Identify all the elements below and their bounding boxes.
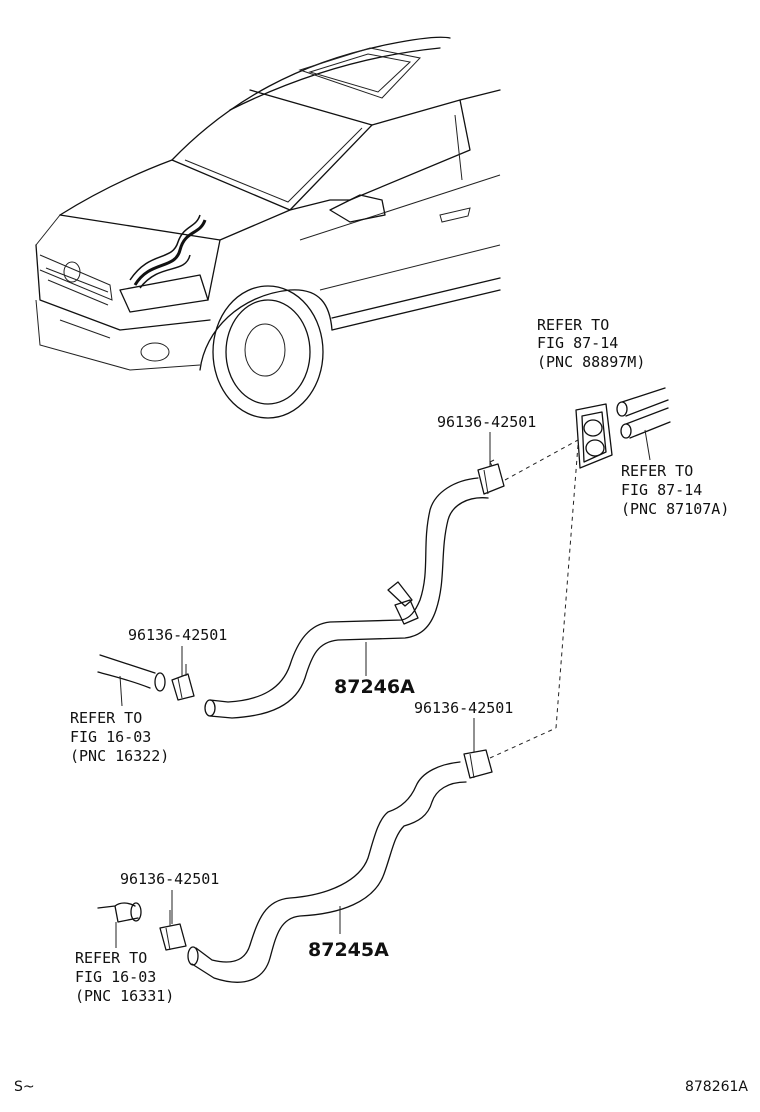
engine-lower-ref-line3: (PNC 16331) [75,987,174,1005]
clamp-upper-left-label: 96136-42501 [128,626,227,644]
engine-pipe-lower [97,902,142,948]
clamp-lower-right-label: 96136-42501 [414,699,513,717]
clamp-lower-left-label: 96136-42501 [120,870,219,888]
hose-87246a [204,477,489,719]
clamp-upper-left [171,664,195,701]
heater-pipes-ref-line2: FIG 87-14 [621,481,702,499]
figure-id: 878261A [685,1079,748,1095]
engine-upper-ref-line1: REFER TO [70,709,142,727]
clamp-upper-right-label: 96136-42501 [437,413,536,431]
hose-87245a [187,761,467,983]
engine-lower-ref-line1: REFER TO [75,949,147,967]
engine-lower-ref-line2: FIG 16-03 [75,968,156,986]
hose-lower-label: 87245A [308,939,389,961]
heater-pipes-ref-line1: REFER TO [621,462,693,480]
engine-upper-ref-line3: (PNC 16322) [70,747,169,765]
hose-clip [387,581,419,625]
clamp-lower-right [463,740,493,779]
grommet-ref-line1: REFER TO [537,316,609,334]
grommet-ref-line2: FIG 87-14 [537,334,618,352]
vehicle-illustration [35,36,501,419]
clamp-lower-left [159,910,187,951]
grommet [575,403,613,469]
ref-line-vertical [555,444,579,729]
clamp-upper-right [477,459,505,495]
grommet-ref-line3: (PNC 88897M) [537,353,645,371]
heater-pipes-ref-line3: (PNC 87107A) [621,500,729,518]
ref-line-lower [489,727,557,759]
ref-line-upper [504,439,579,481]
engine-upper-ref-line2: FIG 16-03 [70,728,151,746]
hose-upper-label: 87246A [334,676,415,698]
footer-left-code: S~ [14,1079,35,1095]
heater-pipes [616,387,671,461]
engine-pipe-upper [97,654,166,707]
